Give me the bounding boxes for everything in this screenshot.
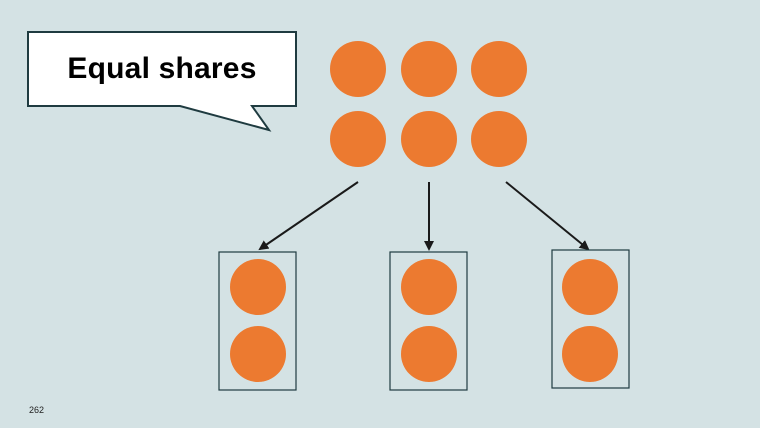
- page-number: 262: [29, 405, 45, 415]
- counter: [562, 326, 618, 382]
- share-box: [551, 249, 630, 389]
- counter: [330, 41, 386, 97]
- counter: [401, 259, 457, 315]
- counter: [401, 41, 457, 97]
- source-counters: [330, 41, 527, 167]
- counter: [471, 41, 527, 97]
- counter: [401, 326, 457, 382]
- counter: [230, 259, 286, 315]
- counter: [330, 111, 386, 167]
- counter: [471, 111, 527, 167]
- callout-bubble: [27, 31, 297, 132]
- arrow-to-group-1: [258, 181, 359, 251]
- share-box: [218, 251, 297, 391]
- share-group-1: [218, 251, 297, 391]
- arrow-to-group-3: [505, 181, 590, 251]
- share-group-3: [551, 249, 630, 389]
- counter: [401, 111, 457, 167]
- share-box: [389, 251, 468, 391]
- counter: [230, 326, 286, 382]
- counter: [562, 259, 618, 315]
- callout-title: Equal shares: [67, 52, 257, 85]
- share-group-2: [389, 251, 468, 391]
